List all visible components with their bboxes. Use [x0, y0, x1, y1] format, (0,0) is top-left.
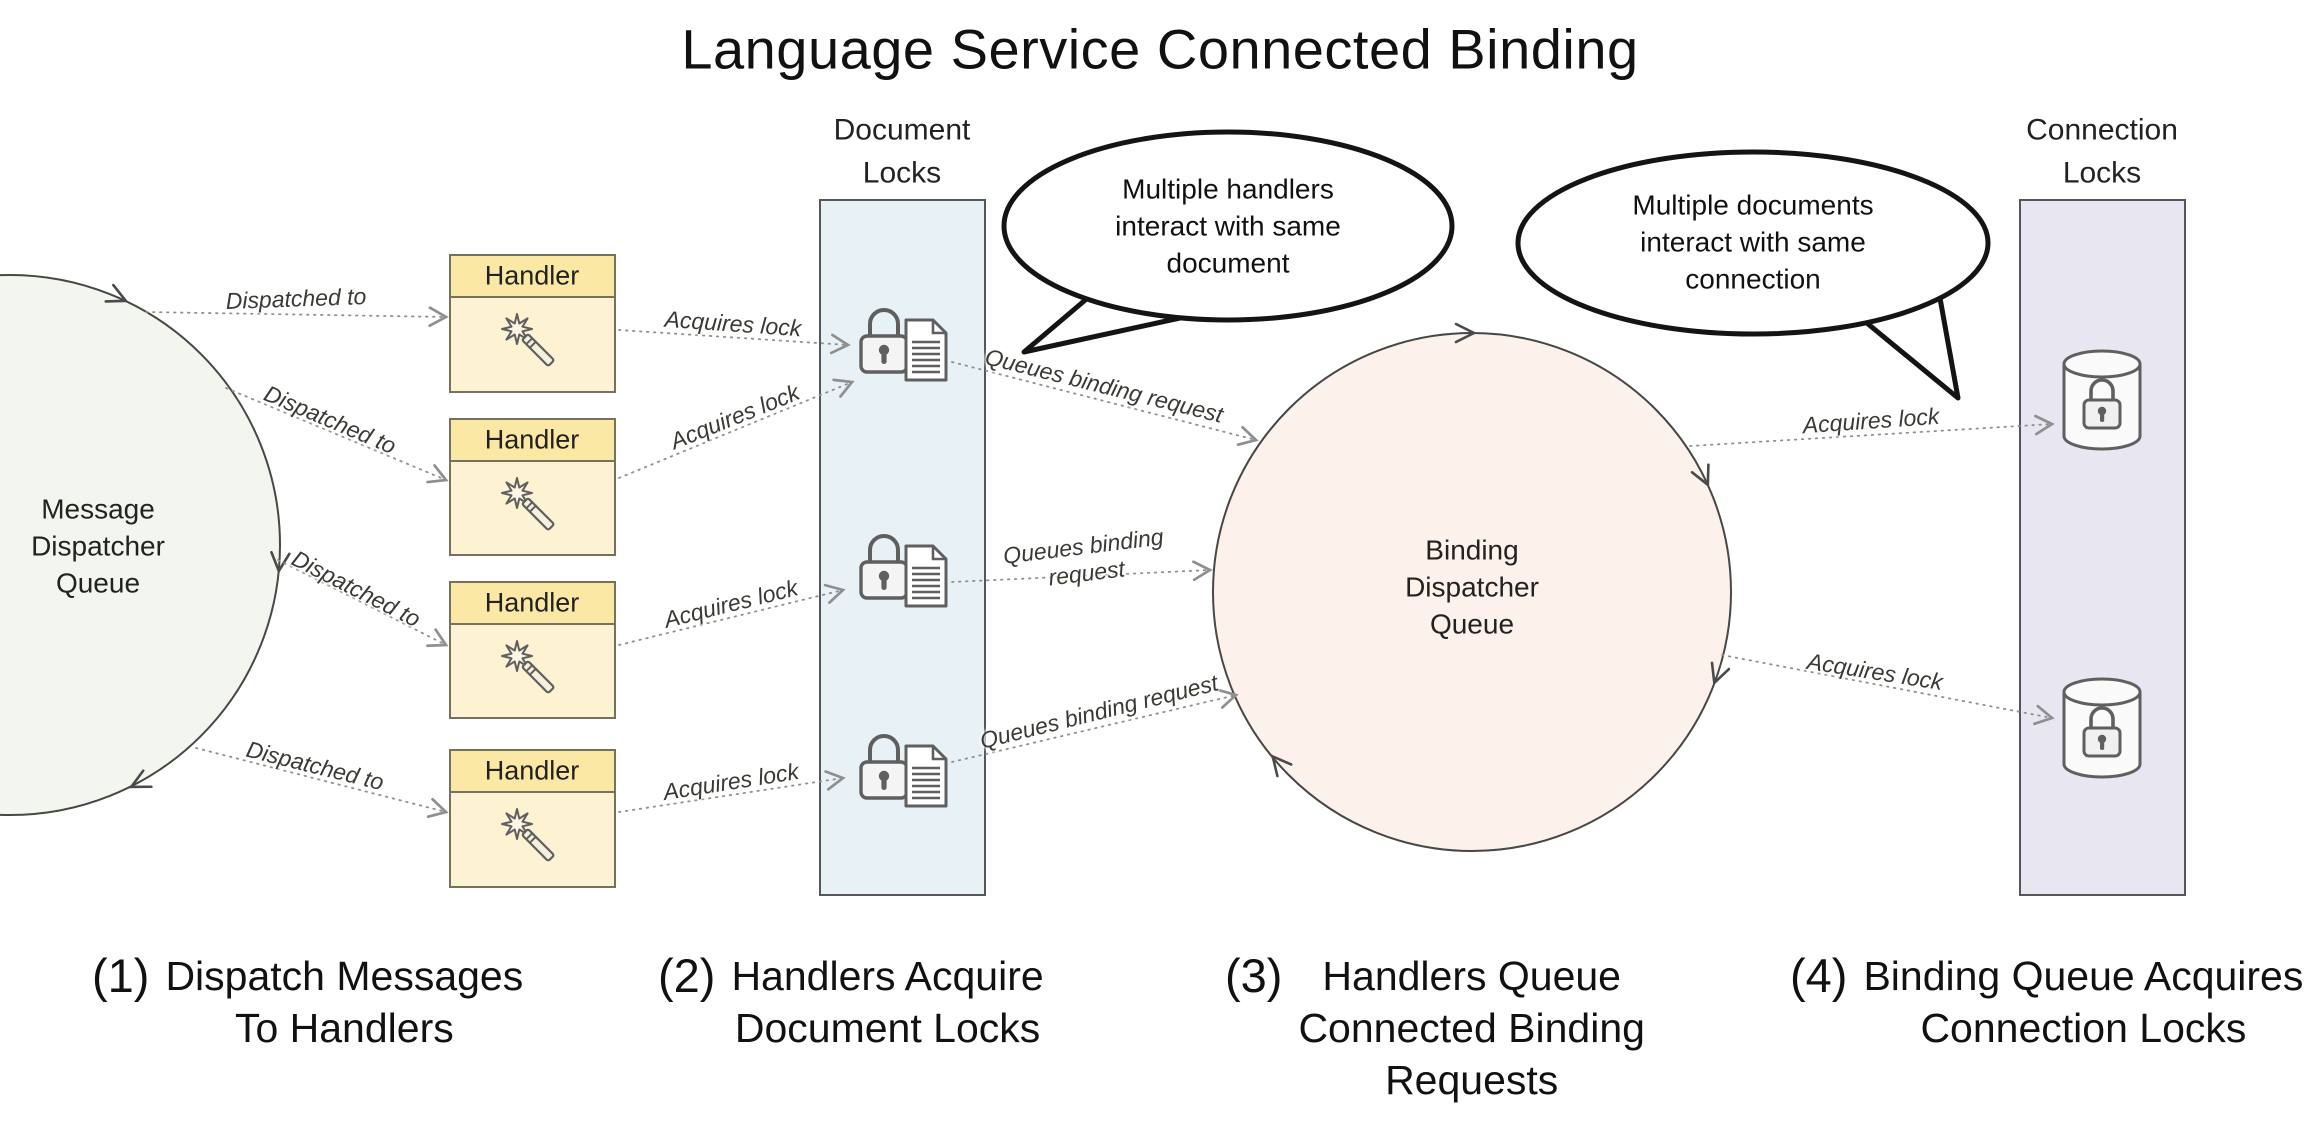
callout-documents-connection-text: Multiple documents interact with same co… — [1632, 189, 1874, 295]
diagram-title: Language Service Connected Binding — [681, 17, 1639, 81]
edge-queues-binding-3 — [951, 688, 1239, 763]
edge-dispatched-to-1 — [145, 306, 449, 328]
edge-acquires-lock-1 — [618, 329, 851, 355]
edge-dispatched-to-4 — [195, 747, 449, 819]
caption-step-1: (1) Dispatch Messages To Handlers — [92, 949, 524, 1054]
caption-number: (1) — [92, 949, 150, 1002]
handler-label-4: Handler — [484, 755, 580, 786]
handler-label-3: Handler — [484, 587, 580, 618]
handler-box-4 — [449, 749, 616, 888]
edge-dispatched-to-2 — [225, 387, 449, 484]
caption-text: Binding Queue Acquires Connection Locks — [1863, 953, 2304, 1052]
caption-number: (3) — [1225, 949, 1283, 1002]
database-lock-icon — [2062, 349, 2142, 451]
caption-text: Handlers Acquire Document Locks — [731, 953, 1044, 1052]
caption-text: Handlers Queue Connected Binding Request… — [1298, 953, 1645, 1104]
callout-bubble — [1001, 129, 1455, 323]
callout-handlers-document — [1001, 129, 1455, 355]
handler-header — [449, 418, 616, 462]
handler-header — [449, 749, 616, 793]
binding-dispatcher-queue-label: Binding Dispatcher Queue — [1405, 534, 1539, 640]
connection-locks-label: Connection Locks — [2026, 113, 2178, 189]
document-locks-label: Document Locks — [833, 113, 971, 189]
callout-handlers-document-text: Multiple handlers interact with same doc… — [1115, 173, 1341, 279]
edge-acquires-lock-2 — [618, 378, 855, 479]
edges-layer — [145, 306, 2055, 819]
callout-bubble — [1515, 149, 1991, 337]
caption-number: (2) — [658, 949, 716, 1002]
caption-number: (4) — [1790, 949, 1848, 1002]
edge-label-dispatched-to-1: Dispatched to — [225, 283, 367, 314]
caption-step-3: (3) Handlers Queue Connected Binding Req… — [1225, 949, 1645, 1106]
caption-step-2: (2) Handlers Acquire Document Locks — [658, 949, 1044, 1054]
edge-acquires-lock-4 — [618, 770, 846, 813]
handler-box-2 — [449, 418, 616, 556]
handler-label-1: Handler — [484, 260, 580, 291]
handler-box-1 — [449, 254, 616, 393]
connection-locks-lane — [2019, 199, 2186, 896]
caption-text: Dispatch Messages To Handlers — [165, 953, 524, 1052]
edge-acquires-conn-lock-2 — [1721, 654, 2055, 726]
caption-step-4: (4) Binding Queue Acquires Connection Lo… — [1790, 949, 2304, 1054]
message-dispatcher-queue-node — [0, 274, 281, 816]
callout-documents-connection — [1515, 149, 1991, 401]
message-dispatcher-queue-label: Message Dispatcher Queue — [31, 493, 165, 599]
handler-box-3 — [449, 581, 616, 719]
handler-label-2: Handler — [484, 424, 580, 455]
handler-header — [449, 254, 616, 298]
handler-header — [449, 581, 616, 625]
database-lock-icon — [2062, 677, 2142, 779]
edge-acquires-conn-lock-1 — [1689, 414, 2055, 447]
edge-queues-binding-2 — [951, 560, 1213, 583]
